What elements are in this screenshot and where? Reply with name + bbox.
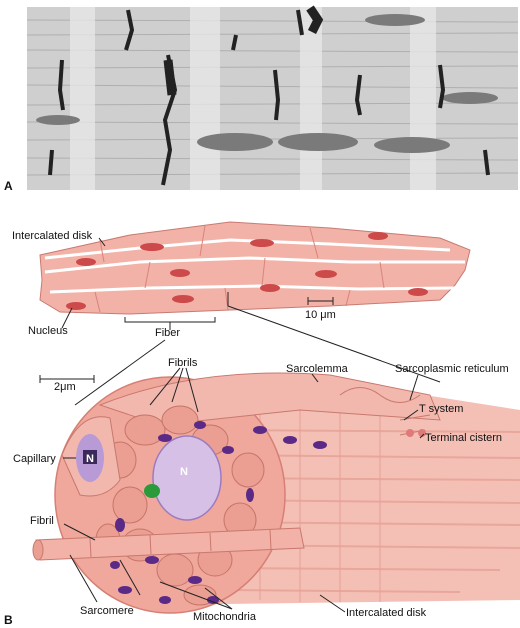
intercalated-disk-bottom-label: Intercalated disk [346,607,427,619]
panel-b-letter: B [4,613,13,627]
micrograph [26,5,519,190]
capillary-label: Capillary [13,453,56,465]
cell-leaders [39,367,425,613]
fibril-label: Fibril [30,515,54,527]
fiber-leaders [61,237,441,406]
fiber-drawing [39,221,471,315]
central-nucleus-marker: N [180,466,188,478]
t-system-label: T system [419,403,463,415]
fibrils-label: Fibrils [168,357,198,369]
intercalated-disk-label: Intercalated disk [12,230,93,242]
nucleus-label: Nucleus [28,325,68,337]
panel-a-letter: A [4,179,13,193]
sarcolemma-label: Sarcolemma [286,363,349,375]
cell-drawing [32,372,520,614]
fiber-label: Fiber [155,327,180,339]
scale-2um-label: 2μm [54,381,76,393]
scale-10um-label: 10 μm [305,309,336,321]
capillary-nucleus-marker: N [86,453,94,465]
mitochondria-label: Mitochondria [193,611,257,623]
sarcomere-label: Sarcomere [80,605,134,617]
sarcoplasmic-reticulum-label: Sarcoplasmic reticulum [395,363,509,375]
terminal-cistern-label: Terminal cistern [425,432,502,444]
